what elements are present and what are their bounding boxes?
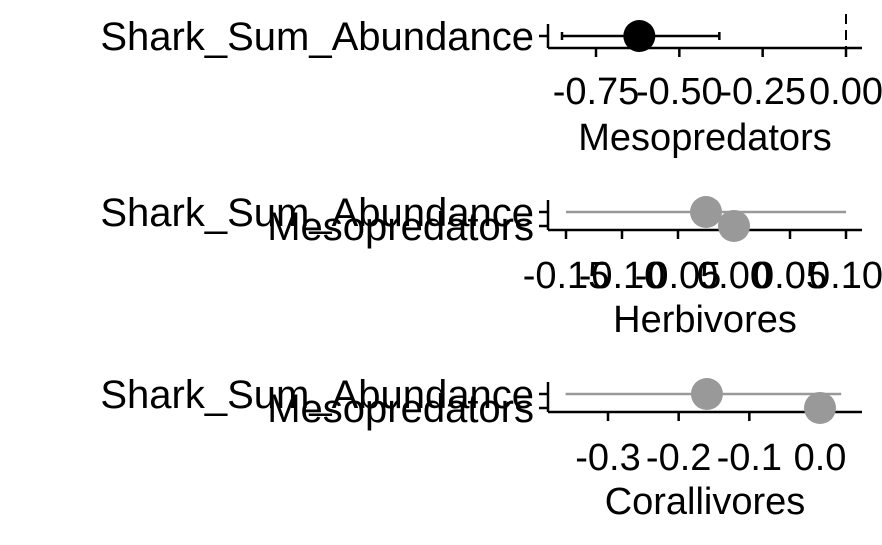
x-tick-label: -0.10 bbox=[579, 255, 666, 297]
x-tick-label: -0.1 bbox=[717, 437, 782, 479]
panel-corallivores: -0.3-0.2-0.1 0.0 Shark_Sum_AbundanceMesopr… bbox=[100, 373, 862, 523]
x-tick-label: -0.25 bbox=[719, 71, 806, 113]
x-tick-label: -0.75 bbox=[553, 71, 640, 113]
y-category-label: Shark_Sum_Abundance bbox=[100, 191, 534, 235]
x-tick-label: -0.15 bbox=[523, 255, 610, 297]
y-category-label: Mesopredators bbox=[267, 387, 534, 431]
x-tick-label: -0.3 bbox=[575, 437, 640, 479]
x-axis-title: Corallivores bbox=[605, 481, 806, 523]
x-tick-label: 0.00 bbox=[697, 255, 771, 297]
x-tick-label: 0.10 bbox=[809, 255, 882, 297]
estimate-point bbox=[623, 20, 656, 52]
x-axis-title: Mesopredators bbox=[578, 117, 831, 159]
estimate-point bbox=[690, 378, 723, 410]
x-tick-label: 0.0 bbox=[794, 437, 847, 479]
x-tick-label: 0.05 bbox=[753, 255, 827, 297]
estimate-point bbox=[804, 392, 836, 424]
x-tick-label: -0.05 bbox=[635, 255, 722, 297]
panel-herbivores: -0.15-0.10-0.050.000.050.10 Shark_Sum_Abu… bbox=[100, 191, 882, 341]
estimate-point bbox=[690, 196, 722, 228]
x-tick-label: 0.00 bbox=[809, 71, 882, 113]
x-axis-title: Herbivores bbox=[613, 299, 797, 341]
x-tick-label: -0.50 bbox=[636, 71, 723, 113]
y-category-label: Shark_Sum_Abundance bbox=[100, 373, 534, 417]
y-category-label: Mesopredators bbox=[267, 205, 534, 249]
x-tick-label: -0.2 bbox=[646, 437, 711, 479]
estimate-point bbox=[718, 210, 750, 242]
y-category-label: Shark_Sum_Abundance bbox=[100, 15, 534, 59]
